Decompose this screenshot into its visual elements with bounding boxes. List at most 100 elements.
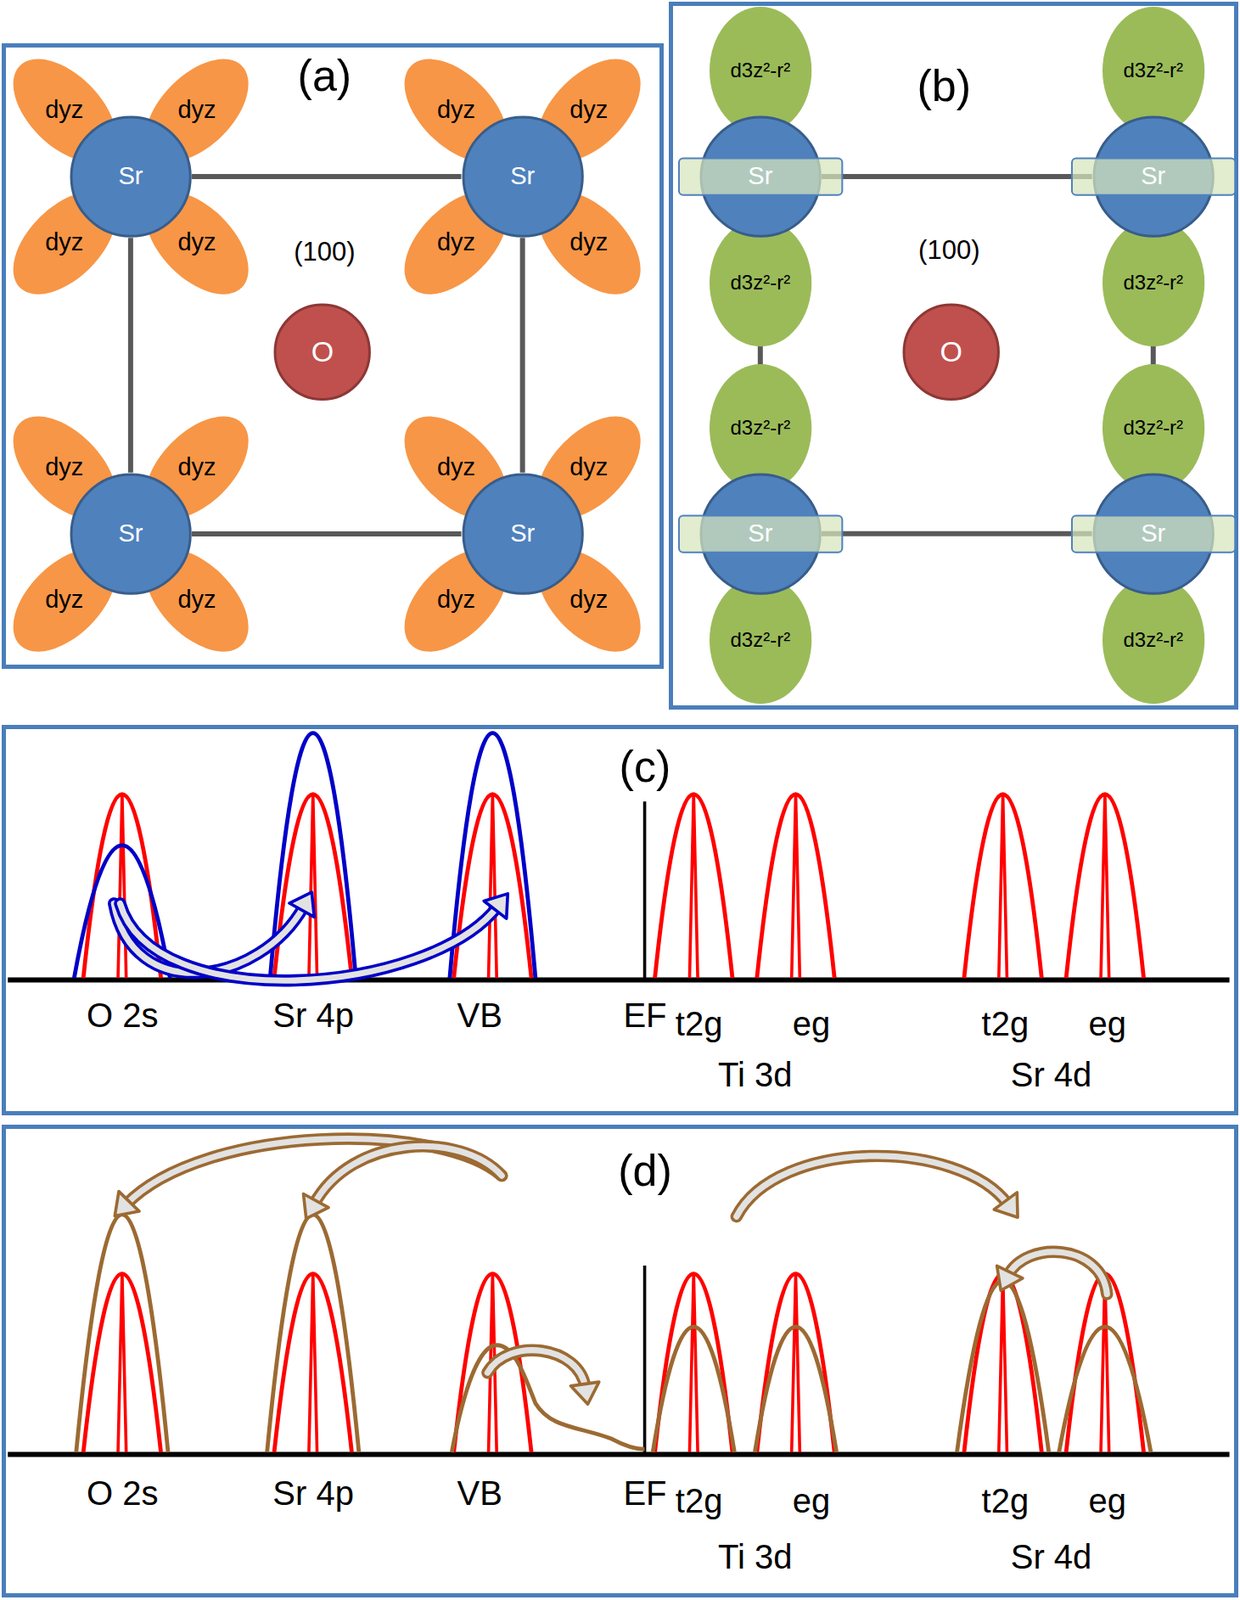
lobe-fill bbox=[1102, 576, 1205, 704]
transfer-arrow-fill bbox=[488, 1350, 586, 1389]
axis-label: t2g bbox=[675, 1481, 724, 1520]
transfer-arrow-fill bbox=[314, 1146, 502, 1205]
atom-label: Sr bbox=[747, 162, 773, 191]
axis-label: eg bbox=[1088, 1481, 1127, 1520]
lobe-fill bbox=[518, 173, 659, 314]
dos-peak-core bbox=[117, 794, 127, 978]
orbital-label: dyz bbox=[44, 229, 84, 257]
transfer-arrow bbox=[126, 1139, 503, 1205]
axis-label: Sr 4d bbox=[1010, 1055, 1093, 1094]
axis-label: EF bbox=[622, 996, 667, 1034]
atom-label: Sr bbox=[117, 162, 143, 191]
axis-label: O 2s bbox=[86, 1474, 158, 1512]
transfer-arrow bbox=[314, 1146, 502, 1205]
dos-peak-core bbox=[998, 794, 1008, 978]
orbital-label: dyz bbox=[437, 586, 476, 614]
dos-peak bbox=[964, 1273, 1042, 1453]
axis-label: eg bbox=[792, 1004, 831, 1043]
orbital-label: d3z²-r² bbox=[729, 416, 791, 439]
dos-peak bbox=[755, 1326, 837, 1453]
transfer-arrow bbox=[736, 1155, 1009, 1217]
panel-title: (c) bbox=[619, 743, 672, 792]
orbital-label: dyz bbox=[569, 96, 608, 124]
orbital-label: dyz bbox=[569, 586, 608, 614]
axis-label: t2g bbox=[981, 1004, 1030, 1043]
dos-peak bbox=[757, 1273, 835, 1453]
arrow-head bbox=[303, 1194, 330, 1219]
orbital-ring bbox=[1071, 157, 1235, 195]
atom-label: Sr bbox=[747, 520, 773, 548]
atom-circle: Sr bbox=[69, 115, 192, 238]
lattice-bond bbox=[821, 173, 1093, 180]
orbital-label: dyz bbox=[44, 96, 84, 124]
figure-panel: (c)O 2sSr 4pVBEFt2gegTi 3dt2gegSr 4d bbox=[1, 724, 1238, 1117]
lattice-bond bbox=[821, 531, 1093, 537]
atom-label: Sr bbox=[510, 520, 535, 548]
orbital-ring bbox=[678, 515, 842, 552]
transfer-arrow bbox=[120, 903, 499, 981]
lobe-fill bbox=[518, 530, 659, 671]
transfer-arrow-fill bbox=[736, 1155, 1009, 1217]
orbital-label: dyz bbox=[44, 586, 84, 614]
axis-label: Ti 3d bbox=[718, 1055, 792, 1094]
axis-label: t2g bbox=[675, 1004, 724, 1043]
figure-panel: (d)O 2sSr 4pVBEFt2gegTi 3dt2gegSr 4d bbox=[1, 1124, 1238, 1598]
lattice-bond bbox=[191, 173, 461, 180]
atom-disc bbox=[463, 474, 583, 594]
arrow-head bbox=[289, 892, 315, 917]
dos-peak-core bbox=[1100, 794, 1110, 978]
atom-label: Sr bbox=[510, 162, 535, 191]
panel-title: (a) bbox=[297, 52, 353, 101]
orbital-lobe: d3z²-r² bbox=[709, 364, 812, 492]
dos-peak-core bbox=[791, 794, 801, 978]
atom-circle: O bbox=[273, 302, 371, 401]
dos-peak-core bbox=[117, 1273, 127, 1453]
atom-label: Sr bbox=[1140, 520, 1166, 548]
lobe-fill bbox=[0, 530, 135, 671]
axis-label: Sr 4d bbox=[1010, 1537, 1093, 1576]
dos-peak bbox=[267, 1214, 360, 1453]
atom-label: Sr bbox=[1140, 162, 1166, 191]
orbital-label: dyz bbox=[177, 96, 216, 124]
lobe-fill bbox=[709, 218, 812, 347]
axis-label: Sr 4p bbox=[272, 996, 354, 1034]
orbital-label: dyz bbox=[569, 229, 608, 257]
atom-disc bbox=[274, 304, 370, 399]
axis-label: eg bbox=[792, 1481, 831, 1520]
arrow-head bbox=[997, 1265, 1023, 1291]
atom-disc bbox=[463, 117, 583, 236]
orbital-lobe: d3z²-r² bbox=[709, 218, 812, 347]
dos-peak-core bbox=[791, 1273, 801, 1453]
dos-peak-core bbox=[308, 794, 318, 978]
lobe-fill bbox=[709, 6, 812, 135]
dos-peak bbox=[76, 1214, 169, 1453]
lobe-fill bbox=[709, 364, 812, 492]
lattice-bond bbox=[520, 237, 526, 473]
axis-label: VB bbox=[456, 1474, 502, 1512]
dos-peak bbox=[1059, 1326, 1151, 1453]
axis-label: O 2s bbox=[86, 996, 158, 1034]
orbital-label: d3z²-r² bbox=[1122, 628, 1184, 651]
axis-label: VB bbox=[456, 996, 502, 1034]
orbital-label: dyz bbox=[437, 229, 476, 257]
lobe-fill bbox=[1102, 6, 1205, 135]
lobe-fill bbox=[1102, 218, 1205, 347]
orbital-label: d3z²-r² bbox=[729, 628, 791, 651]
dos-peak-core bbox=[690, 794, 699, 978]
orbital-label: d3z²-r² bbox=[729, 59, 791, 82]
lobe-fill bbox=[0, 39, 135, 180]
atom-disc bbox=[71, 117, 191, 236]
lobe-fill bbox=[127, 173, 268, 314]
atom-circle: Sr bbox=[461, 115, 584, 238]
dos-peak-core bbox=[690, 1273, 699, 1453]
lobe-fill bbox=[518, 39, 659, 180]
orbital-lobe: d3z²-r² bbox=[1102, 6, 1205, 135]
dos-peak-core bbox=[998, 1273, 1008, 1453]
plane-label: (100) bbox=[918, 235, 980, 265]
lobe-fill bbox=[709, 576, 812, 704]
orbital-lobe: d3z²-r² bbox=[709, 6, 812, 135]
lobe-fill bbox=[386, 39, 527, 180]
lobe-fill bbox=[127, 397, 268, 538]
arrow-head bbox=[571, 1381, 600, 1404]
lattice-bond bbox=[191, 531, 461, 537]
